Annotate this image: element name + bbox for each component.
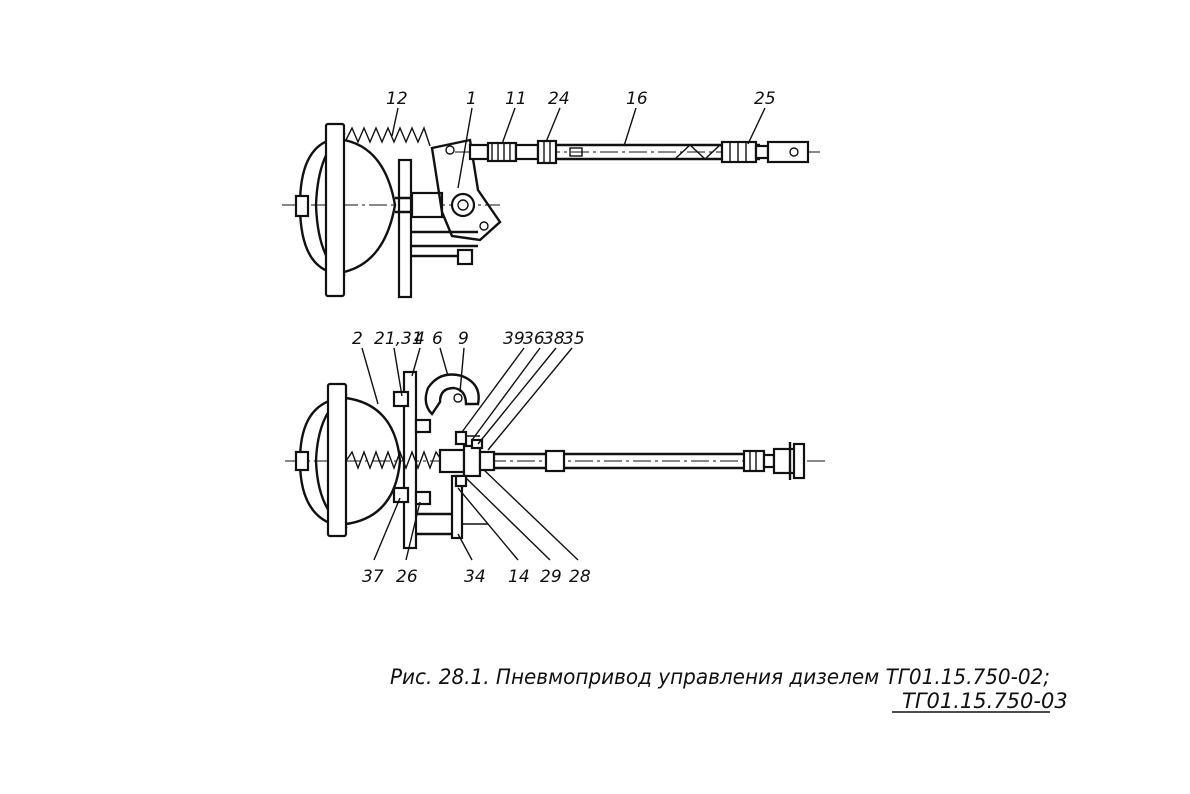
- callout-24: 24: [548, 89, 570, 109]
- callout-29: 29: [540, 567, 562, 587]
- callout-35: 35: [563, 329, 585, 349]
- callout-1: 1: [466, 89, 477, 109]
- callout-38: 38: [543, 329, 565, 349]
- callout-14: 14: [508, 567, 530, 587]
- callout-26: 26: [396, 567, 418, 587]
- callout-21-31: 21,31: [374, 329, 423, 349]
- callout-36: 36: [523, 329, 545, 349]
- callout-2: 2: [352, 329, 363, 349]
- callout-9: 9: [458, 329, 469, 349]
- callout-25: 25: [754, 89, 776, 109]
- callout-34: 34: [464, 567, 486, 587]
- figure-caption: Рис. 28.1. Пневмопривод управления дизел…: [390, 665, 1050, 689]
- bottom-view: 2 21,31 4 6 9 39 36 38 35 37 26 34 14 29…: [285, 329, 825, 587]
- callout-28: 28: [569, 567, 591, 587]
- callout-4: 4: [414, 329, 425, 349]
- callout-6: 6: [432, 329, 443, 349]
- figure-caption-cont: ТГ01.15.750-03: [902, 689, 1068, 713]
- callout-39: 39: [503, 329, 525, 349]
- callout-16: 16: [626, 89, 648, 109]
- callout-11: 11: [505, 89, 527, 109]
- callout-12: 12: [386, 89, 408, 109]
- top-view: 12 1 11 24 16 25: [282, 89, 820, 299]
- callout-37: 37: [362, 567, 384, 587]
